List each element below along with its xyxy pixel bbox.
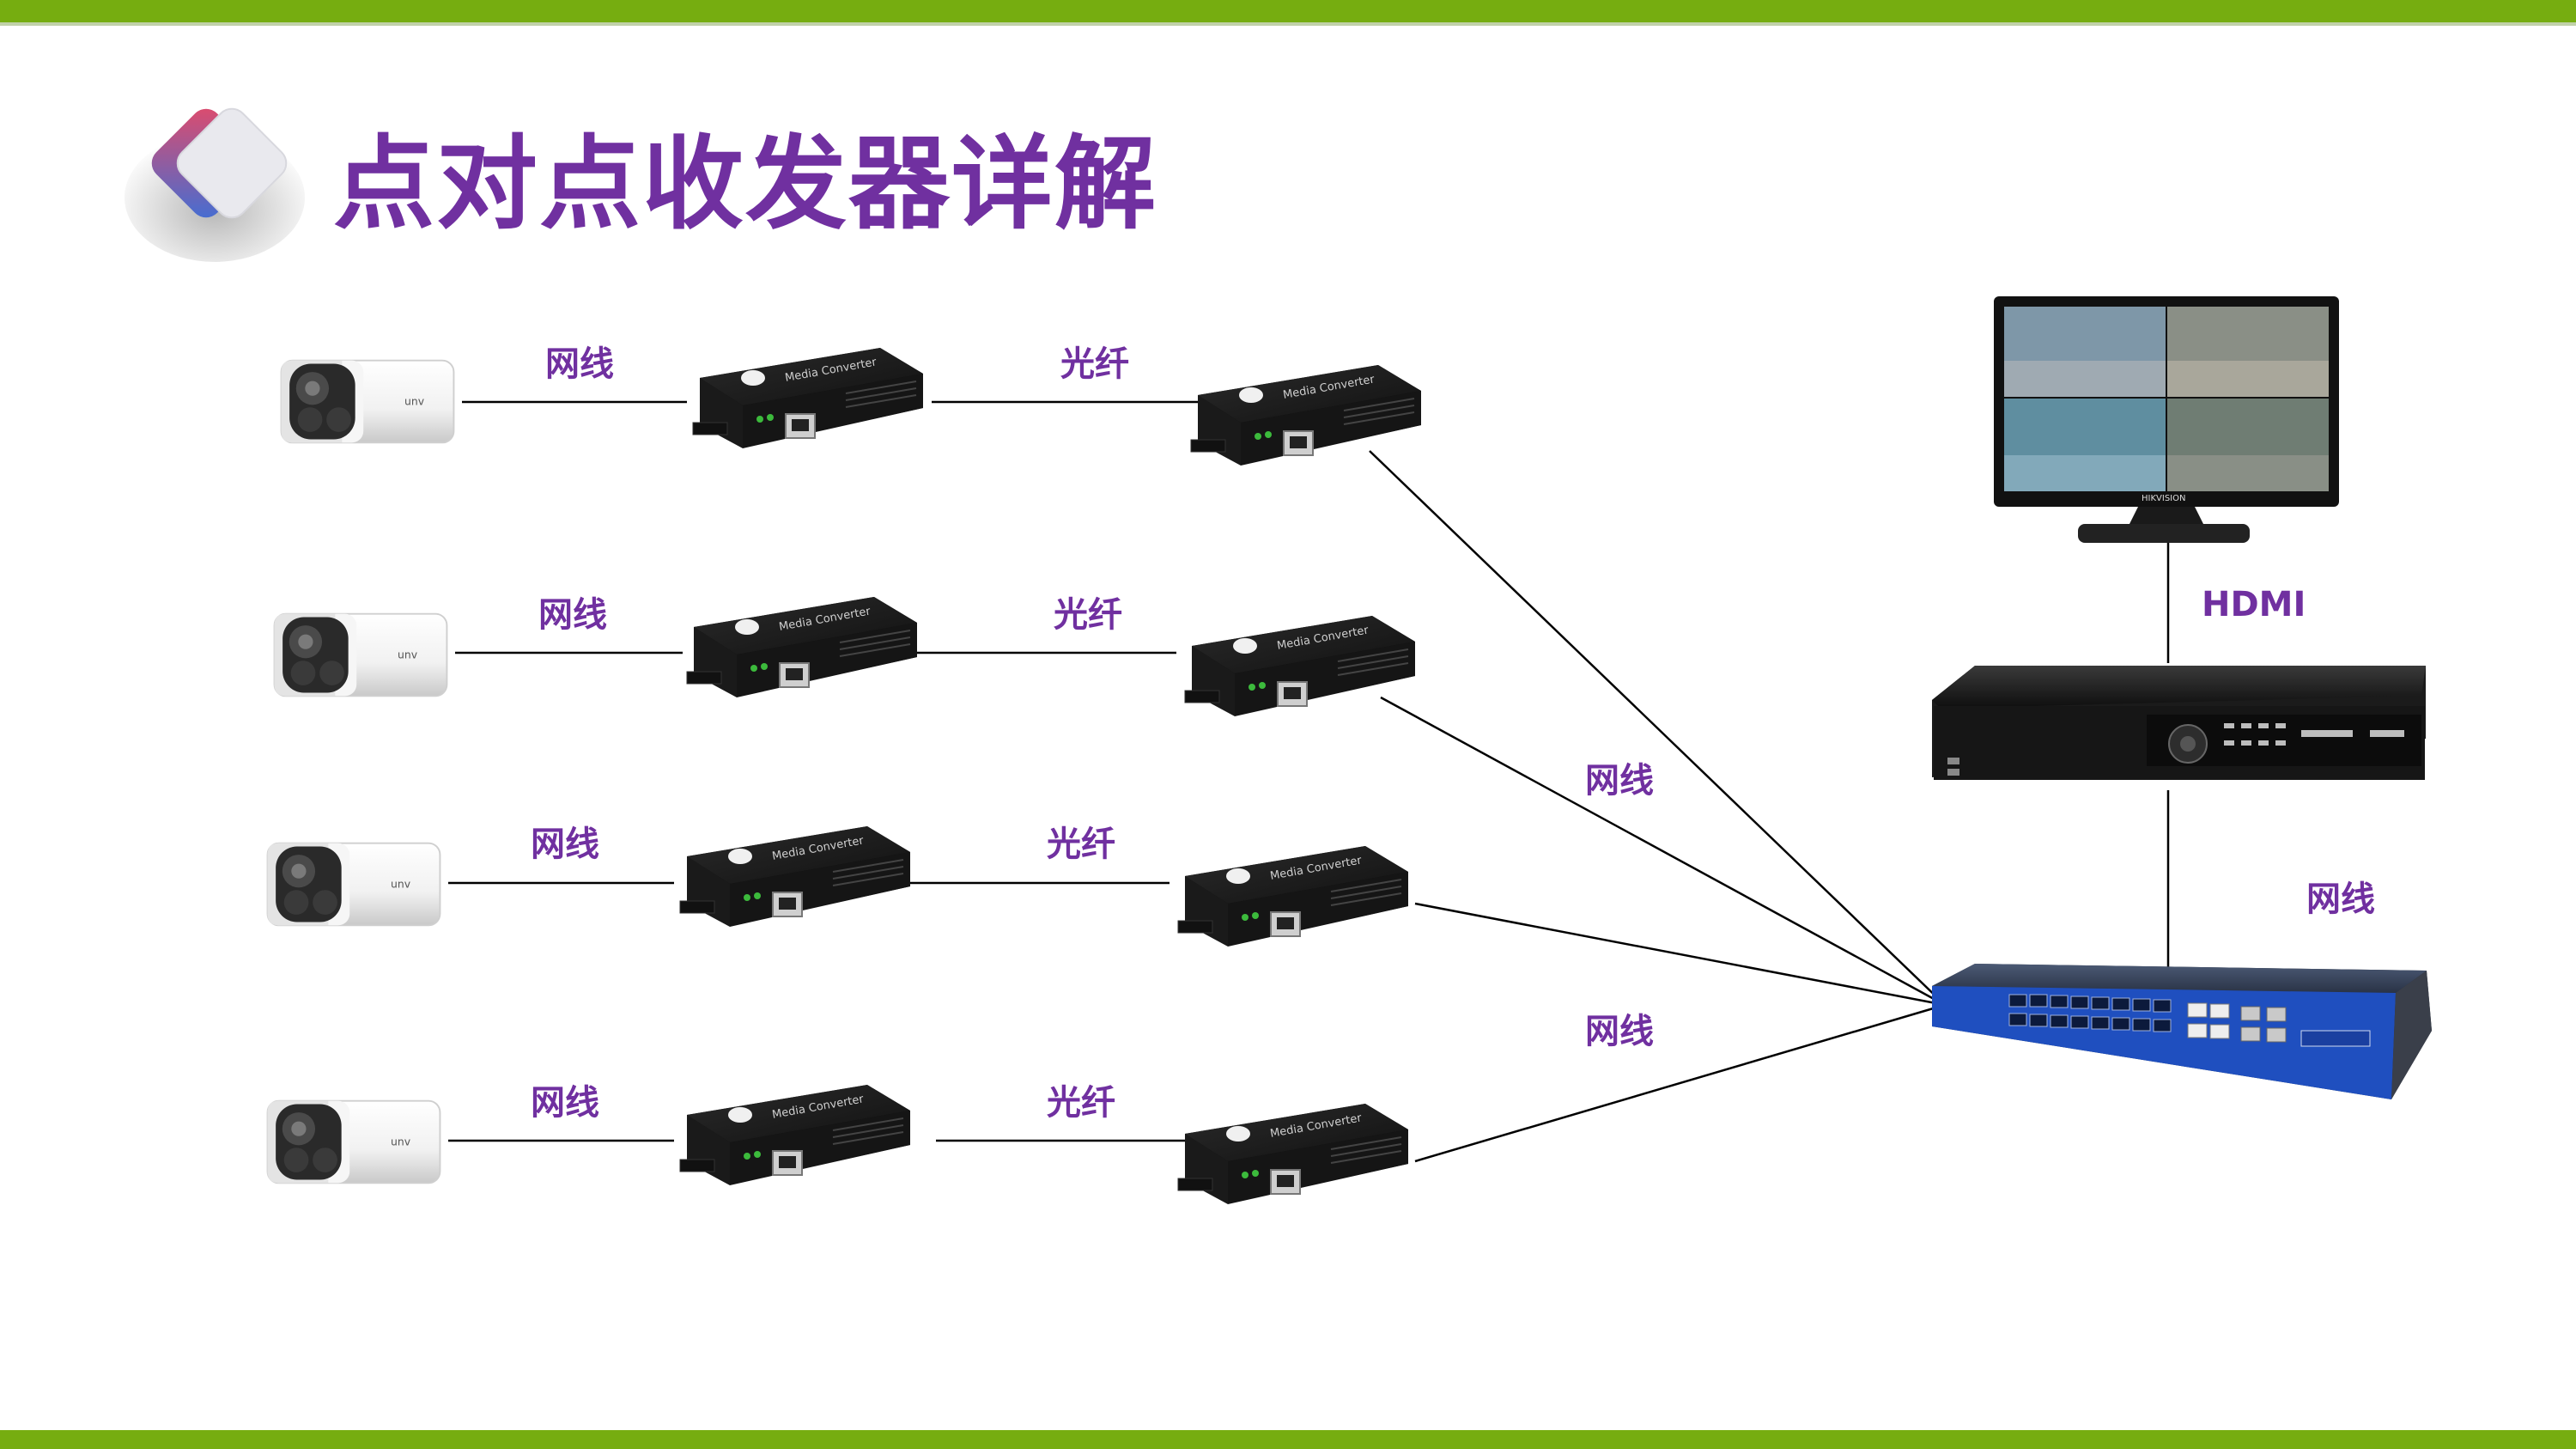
media-converter-local-1 xyxy=(692,347,924,449)
camera-2 xyxy=(273,612,448,697)
media-converter-remote-2 xyxy=(1184,615,1416,717)
cable-label-row-4: 网线 xyxy=(531,1083,599,1123)
media-converter-local-2 xyxy=(686,596,918,698)
device-rows: 网线光纤网线光纤网线光纤网线光纤 xyxy=(266,344,1422,1205)
hdmi-label: HDMI xyxy=(2202,585,2306,624)
fiber-label-row-1: 光纤 xyxy=(1060,344,1129,384)
device-row-1: 网线 光纤 xyxy=(280,344,1422,466)
switch-line-row-3 xyxy=(1414,902,1946,1007)
cable-label-row-3: 网线 xyxy=(531,825,599,864)
nvr-switch-cable-label: 网线 xyxy=(2306,880,2375,919)
camera-3 xyxy=(266,842,441,927)
switch-line-row-1 xyxy=(1369,450,1946,1006)
device-row-3: 网线 光纤 xyxy=(266,825,1409,947)
bottom-accent-bar xyxy=(0,1430,2576,1449)
network-switch xyxy=(1932,964,2432,1099)
cable-label-row-1: 网线 xyxy=(545,344,614,384)
switch-cable-label-upper: 网线 xyxy=(1585,761,1654,801)
switch-line-row-4 xyxy=(1414,1003,1946,1163)
fiber-label-row-3: 光纤 xyxy=(1047,825,1115,864)
fiber-label-row-4: 光纤 xyxy=(1047,1083,1115,1123)
device-row-4: 网线 光纤 xyxy=(266,1083,1409,1205)
nvr-recorder xyxy=(1932,666,2426,780)
top-accent-bar xyxy=(0,0,2576,22)
media-converter-local-4 xyxy=(679,1084,911,1186)
media-converter-local-3 xyxy=(679,825,911,928)
monitor: HIKVISION xyxy=(1994,296,2339,543)
top-accent-shadow xyxy=(0,22,2576,26)
switch-line-row-2 xyxy=(1380,696,1946,1007)
cable-label-row-2: 网线 xyxy=(538,595,607,635)
camera-1 xyxy=(280,359,455,444)
connection-lines xyxy=(448,400,2170,1163)
fiber-label-row-2: 光纤 xyxy=(1054,595,1122,635)
monitor-brand-text: HIKVISION xyxy=(2142,494,2185,503)
switch-cable-label-lower: 网线 xyxy=(1585,1012,1654,1051)
logo-icon xyxy=(125,107,305,262)
page-title: 点对点收发器详解 xyxy=(333,125,1158,243)
device-row-2: 网线 光纤 xyxy=(273,595,1416,717)
media-converter-remote-4 xyxy=(1177,1103,1409,1205)
camera-4 xyxy=(266,1099,441,1184)
media-converter-remote-3 xyxy=(1177,845,1409,947)
media-converter-remote-1 xyxy=(1190,364,1422,466)
